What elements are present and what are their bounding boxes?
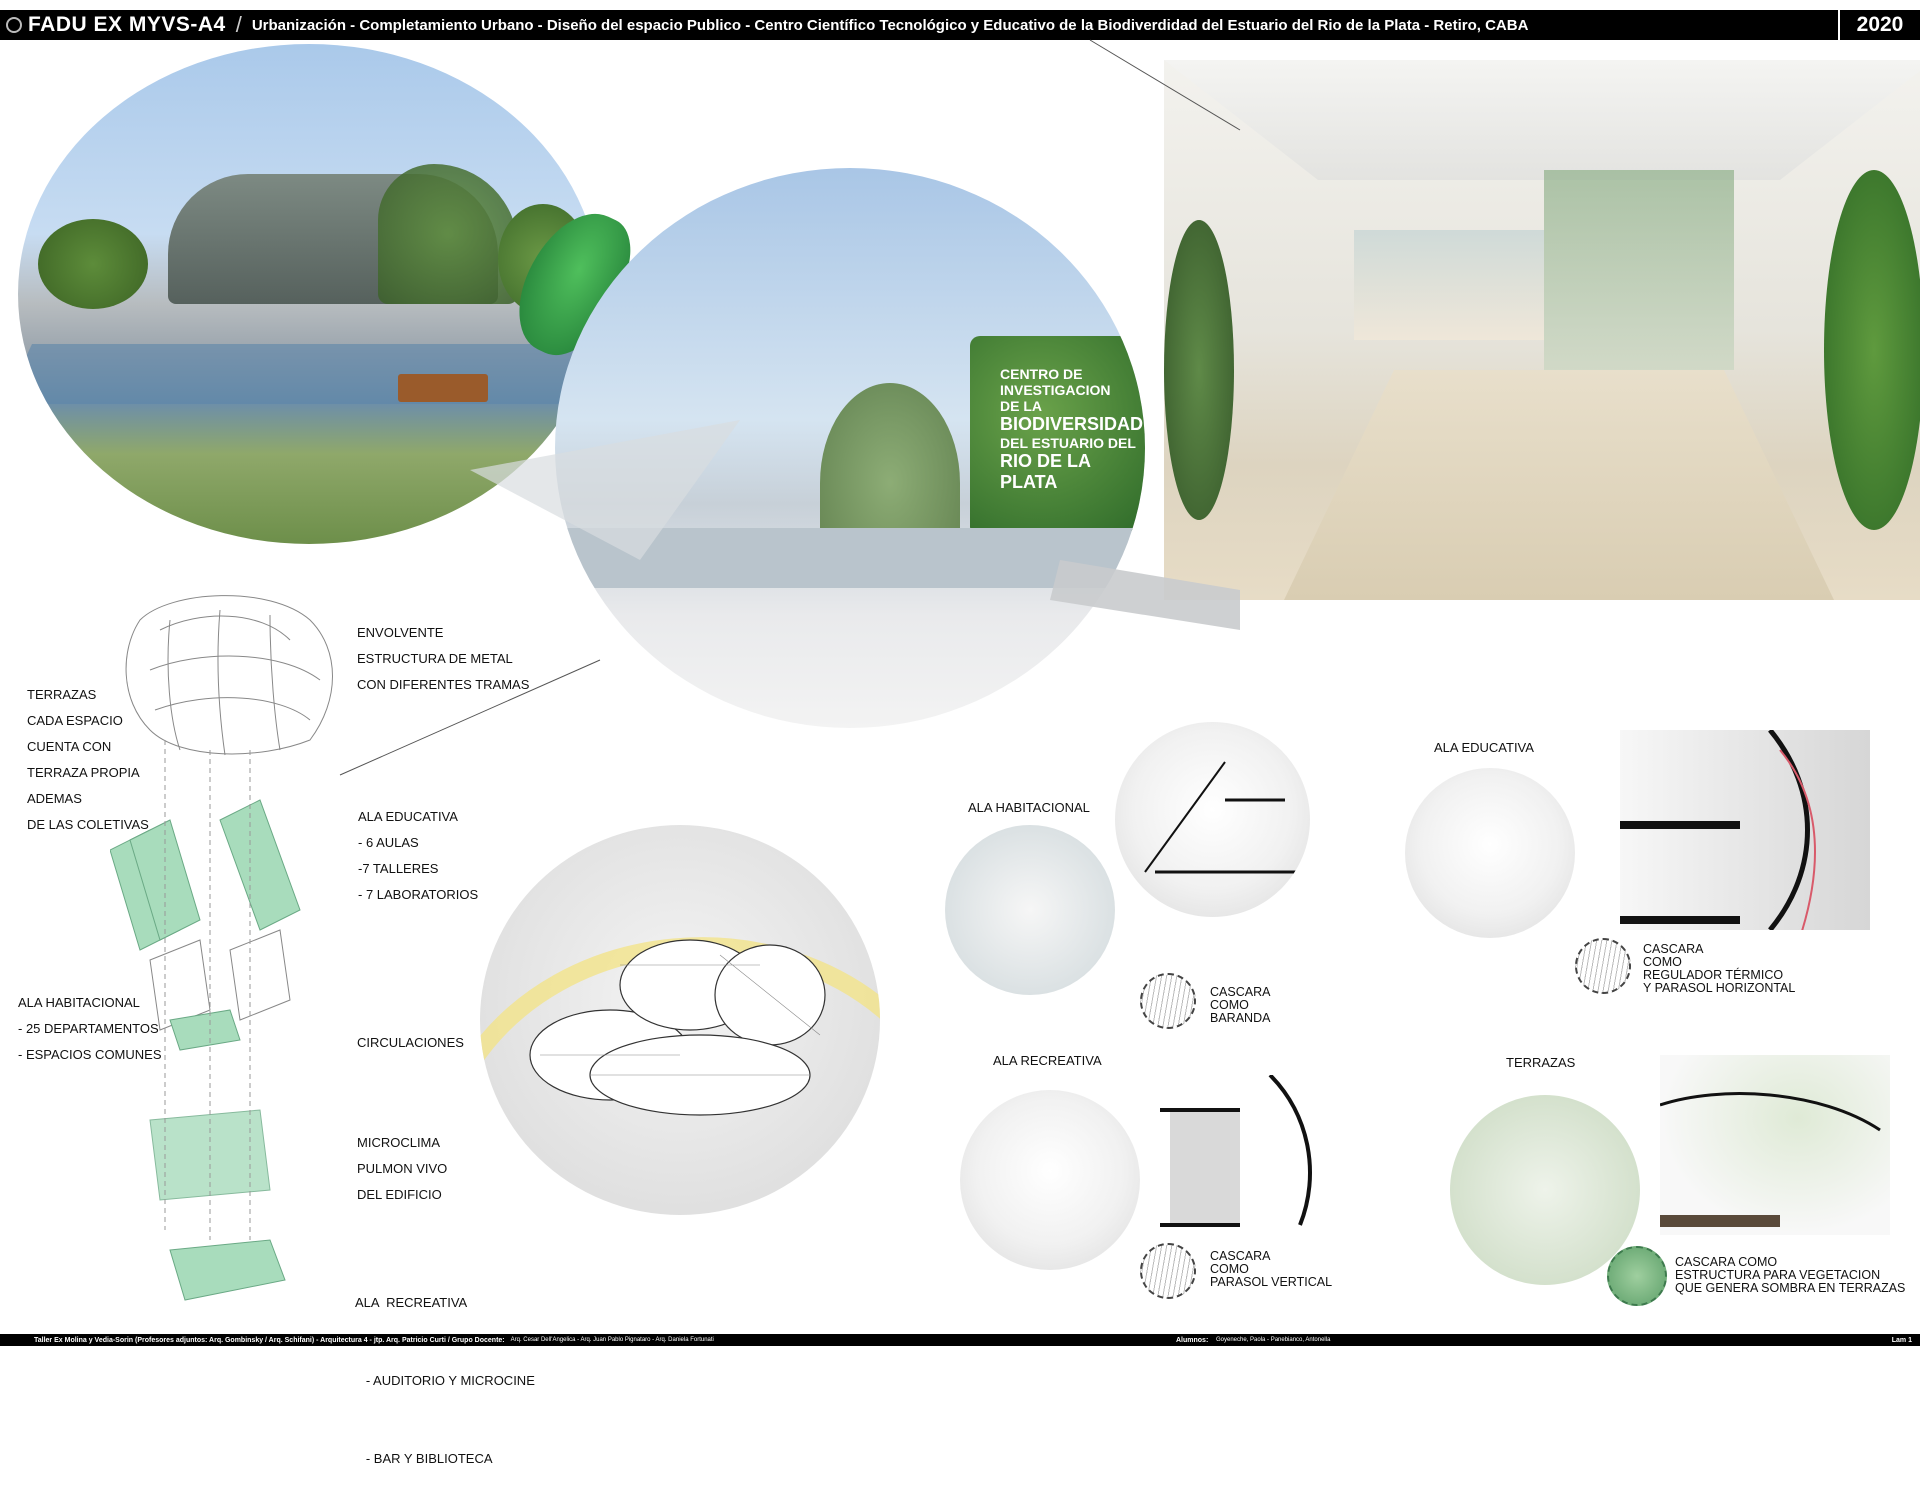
- footer-course-info: Taller Ex Molina y Vedia-Sorin (Profesor…: [34, 1336, 505, 1344]
- footer-bar: Taller Ex Molina y Vedia-Sorin (Profesor…: [0, 1334, 1920, 1346]
- detail-recreativa-photo: [960, 1090, 1140, 1270]
- course-code: FADU EX MYVS-A4: [28, 13, 226, 36]
- parasol-horizontal-icon: [1575, 938, 1631, 994]
- detail-habitacional-section: [1115, 722, 1310, 917]
- footer-alumnos: Goyeneche, Paola - Panebianco, Antonella: [1216, 1337, 1331, 1343]
- ala-educativa-label: ALA EDUCATIVA - 6 AULAS -7 TALLERES - 7 …: [358, 809, 479, 902]
- detail-title-terrazas: TERRAZAS: [1506, 1055, 1576, 1070]
- note-terrazas: CASCARA COMO ESTRUCTURA PARA VEGETACION …: [1675, 1255, 1906, 1295]
- guide-lines: [339, 39, 1241, 776]
- note-recreativa: CASCARA COMO PARASOL VERTICAL: [1210, 1249, 1333, 1289]
- microclima-label: MICROCLIMA PULMON VIVO DEL EDIFICIO: [357, 1135, 448, 1202]
- interior-hall-render: [1164, 60, 1920, 600]
- footer-sheet-number: Lam 1: [1891, 1336, 1912, 1344]
- detail-recreativa-section: [1160, 1073, 1320, 1235]
- parasol-vertical-icon: [1140, 1243, 1196, 1299]
- detail-title-habitacional: ALA HABITACIONAL: [968, 800, 1090, 815]
- year-label: 2020: [1838, 10, 1920, 40]
- detail-terrazas-section: [1659, 1055, 1890, 1235]
- envolvente-label: ENVOLVENTE ESTRUCTURA DE METAL CON DIFER…: [357, 625, 530, 692]
- fadu-logo-icon: [6, 17, 22, 33]
- detail-habitacional-photo: [945, 825, 1115, 995]
- note-educativa: CASCARA COMO REGULADOR TÉRMICO Y PARASOL…: [1643, 942, 1796, 995]
- exterior-plaza-render: [18, 44, 600, 544]
- ala-habitacional-label: ALA HABITACIONAL - 25 DEPARTAMENTOS - ES…: [18, 995, 162, 1062]
- detail-terrazas-photo: [1450, 1095, 1640, 1285]
- title-bar: FADU EX MYVS-A4 / Urbanización - Complet…: [0, 10, 1920, 40]
- detail-educativa-photo: [1405, 768, 1575, 938]
- project-description: Urbanización - Completamiento Urbano - D…: [251, 16, 1529, 34]
- note-habitacional: CASCARA COMO BARANDA: [1210, 985, 1271, 1025]
- detail-educativa-section: [1620, 728, 1870, 966]
- exploded-axonometric-diagram: [110, 595, 333, 1301]
- footer-alumnos-label: Alumnos:: [1176, 1336, 1209, 1344]
- circulaciones-label: CIRCULACIONES: [357, 1035, 464, 1050]
- axonometric-building-view: [480, 825, 880, 1215]
- separator: /: [235, 12, 242, 37]
- detail-title-recreativa: ALA RECREATIVA: [993, 1053, 1102, 1068]
- green-wall-sign: CENTRO DE INVESTIGACION DE LA BIODIVERSI…: [970, 336, 1145, 531]
- baranda-pattern-icon: [1140, 973, 1196, 1029]
- ala-recreativa-label: ALA RECREATIVA - AUDITORIO Y MICROCINE -…: [355, 1295, 535, 1466]
- terrazas-label: TERRAZAS CADA ESPACIO CUENTA CON TERRAZA…: [27, 687, 149, 832]
- vegetation-structure-icon: [1607, 1246, 1667, 1306]
- detail-title-educativa: ALA EDUCATIVA: [1434, 740, 1534, 755]
- footer-docentes: Arq. Cesar Dell'Angelica - Arq. Juan Pab…: [510, 1337, 714, 1343]
